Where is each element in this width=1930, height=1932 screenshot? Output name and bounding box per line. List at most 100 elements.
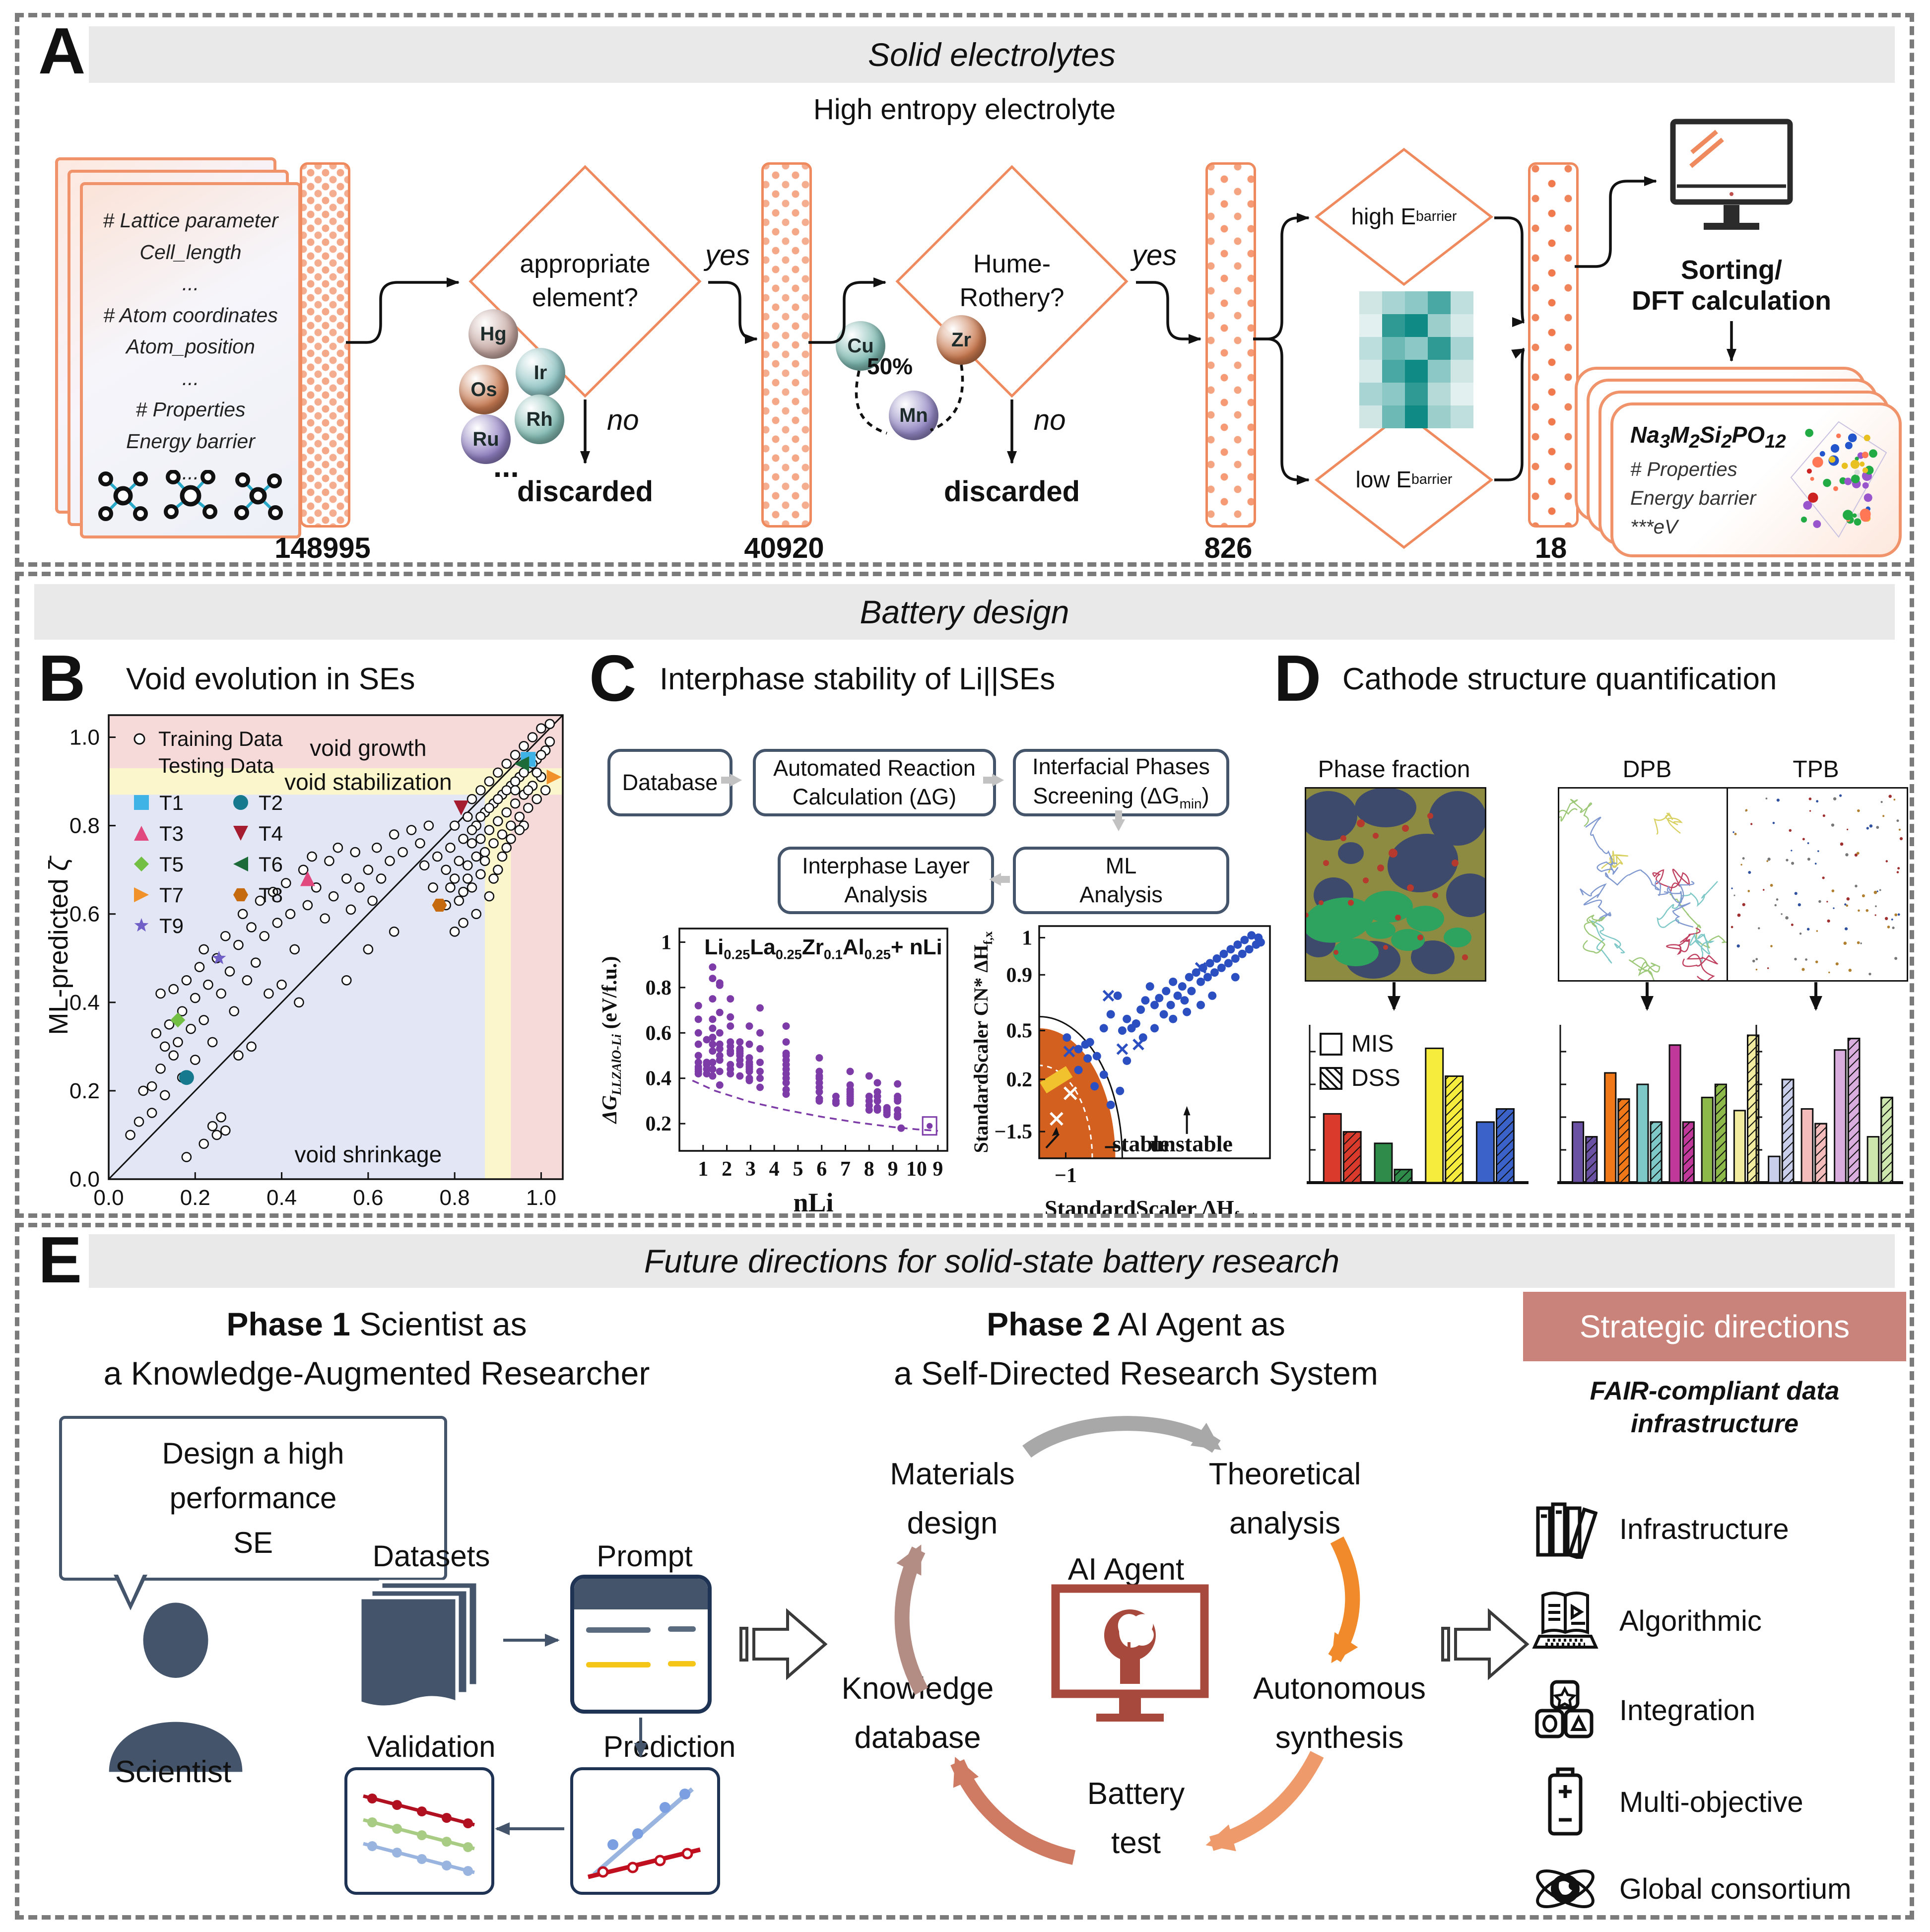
- panel-a-letter: A: [38, 14, 86, 87]
- svg-text:T3: T3: [159, 822, 184, 845]
- prediction-plot-icon: [570, 1767, 720, 1895]
- heatmap-cell: [1359, 383, 1382, 405]
- elements-ellipsis: ...: [493, 450, 519, 484]
- heatmap-cell: [1359, 360, 1382, 383]
- heatmap-cell: [1428, 360, 1451, 383]
- stage-count-3: 826: [1204, 532, 1253, 564]
- svg-text:0.0: 0.0: [93, 1186, 124, 1210]
- yes-label-2: yes: [1132, 239, 1177, 271]
- fair-subtitle-line2: infrastructure: [1630, 1409, 1799, 1438]
- no-label-1: no: [607, 404, 639, 436]
- structure-cluster-image: [1790, 421, 1887, 538]
- element-bubble-zr: Zr: [936, 315, 986, 365]
- scientist-label: Scientist: [115, 1755, 232, 1789]
- svg-text:0.2: 0.2: [646, 1113, 672, 1135]
- svg-text:T2: T2: [259, 791, 283, 814]
- strategic-item-multi-objective: Multi-objective: [1528, 1767, 1803, 1837]
- svg-text:0.6: 0.6: [69, 902, 100, 927]
- svg-text:0.6: 0.6: [353, 1186, 383, 1210]
- phase-transition-arrow-2: [1441, 1608, 1530, 1680]
- svg-text:T4: T4: [259, 822, 283, 845]
- validation-plot-icon: [344, 1767, 494, 1895]
- heatmap-cell: [1359, 337, 1382, 360]
- svg-text:3: 3: [745, 1158, 756, 1181]
- books-icon: [1528, 1499, 1602, 1559]
- svg-text:Testing Data: Testing Data: [158, 754, 274, 777]
- panel-d-title: Cathode structure quantification: [1342, 662, 1777, 696]
- panel-a-solid-electrolytes: A Solid electrolytes High entropy electr…: [15, 13, 1914, 567]
- stage-count-1: 148995: [274, 532, 371, 564]
- element-bubble-mn: Mn: [889, 391, 938, 440]
- svg-text:2: 2: [722, 1158, 732, 1181]
- svg-text:1: 1: [1022, 927, 1032, 949]
- mis-dss-legend: MIS DSS: [1320, 1030, 1400, 1092]
- panel-a-header: Solid electrolytes: [89, 26, 1895, 83]
- panel-bcd-battery-design: Battery design B Void evolution in SEs 0…: [15, 572, 1914, 1250]
- svg-text:0.8: 0.8: [69, 814, 100, 838]
- svg-text:0.4: 0.4: [69, 991, 100, 1015]
- panel-a-subtitle: High entropy electrolyte: [813, 93, 1116, 126]
- svg-text:7: 7: [840, 1158, 851, 1181]
- dss-legend-label: DSS: [1351, 1065, 1400, 1091]
- candidate-pool-column-4: [1528, 162, 1579, 528]
- heatmap-cell: [1382, 405, 1405, 428]
- strategic-item-global-consortium: Global consortium: [1528, 1857, 1851, 1921]
- result-card-front: Na3M2Si2PO12 # Properties Energy barrier…: [1610, 402, 1902, 557]
- sorting-label: Sorting/: [1681, 255, 1782, 285]
- svg-text:0.5: 0.5: [1006, 1020, 1033, 1043]
- panel-e-letter: E: [38, 1223, 82, 1296]
- svg-text:8: 8: [864, 1158, 874, 1181]
- heatmap-cell: [1451, 405, 1473, 428]
- stage-count-4: 18: [1534, 532, 1567, 564]
- heatmap-cell: [1382, 383, 1405, 405]
- panel-b-letter: B: [38, 642, 86, 715]
- tpb-bar-chart: [1753, 1025, 1903, 1184]
- phase-fraction-image: [1300, 787, 1494, 982]
- heatmap-cell: [1428, 291, 1451, 314]
- decision-hume-rothery: Hume-Rothery?: [895, 165, 1129, 398]
- phase1-heading: Phase 1 Scientist as a Knowledge-Augment…: [103, 1306, 650, 1392]
- yes-label-1: yes: [705, 239, 750, 271]
- svg-text:0.0: 0.0: [69, 1167, 100, 1192]
- svg-text:10: 10: [906, 1158, 927, 1181]
- no-label-2: no: [1034, 404, 1066, 436]
- stability-map-chart: 10.90.50.2−1.5−1stableunstableStandardSc…: [970, 925, 1271, 1214]
- svg-text:0.8: 0.8: [440, 1186, 470, 1210]
- svg-text:0.2: 0.2: [1006, 1068, 1033, 1091]
- svg-text:0.9: 0.9: [1006, 964, 1033, 987]
- phase-fraction-label: Phase fraction: [1318, 756, 1470, 783]
- svg-text:T7: T7: [159, 883, 184, 907]
- dft-label: DFT calculation: [1631, 286, 1832, 316]
- panel-d-letter: D: [1274, 642, 1322, 715]
- svg-text:void shrinkage: void shrinkage: [295, 1141, 442, 1167]
- computer-monitor-icon: [1670, 119, 1793, 230]
- heatmap-cell: [1405, 383, 1428, 405]
- panel-c-title: Interphase stability of Li||SEs: [660, 662, 1056, 696]
- heatmap-cell: [1359, 291, 1382, 314]
- strategic-item-integration: Integration: [1528, 1678, 1755, 1742]
- tpb-label: TPB: [1793, 756, 1839, 783]
- speech-bubble-tail-inner: [118, 1574, 143, 1602]
- heatmap-cell: [1359, 405, 1382, 428]
- ebarrier-heatmap: [1359, 291, 1473, 428]
- heatmap-cell: [1359, 314, 1382, 337]
- stage-count-2: 40920: [744, 532, 824, 564]
- svg-text:T6: T6: [259, 853, 283, 876]
- svg-text:0.6: 0.6: [646, 1022, 672, 1045]
- svg-text:9: 9: [888, 1158, 898, 1181]
- candidate-pool-column-1: [300, 162, 350, 528]
- panel-a-header-text: Solid electrolytes: [868, 36, 1116, 73]
- element-bubble-hg: Hg: [468, 309, 518, 359]
- svg-text:5: 5: [793, 1158, 803, 1181]
- svg-text:4: 4: [769, 1158, 780, 1181]
- battery-design-header: Battery design: [34, 584, 1895, 640]
